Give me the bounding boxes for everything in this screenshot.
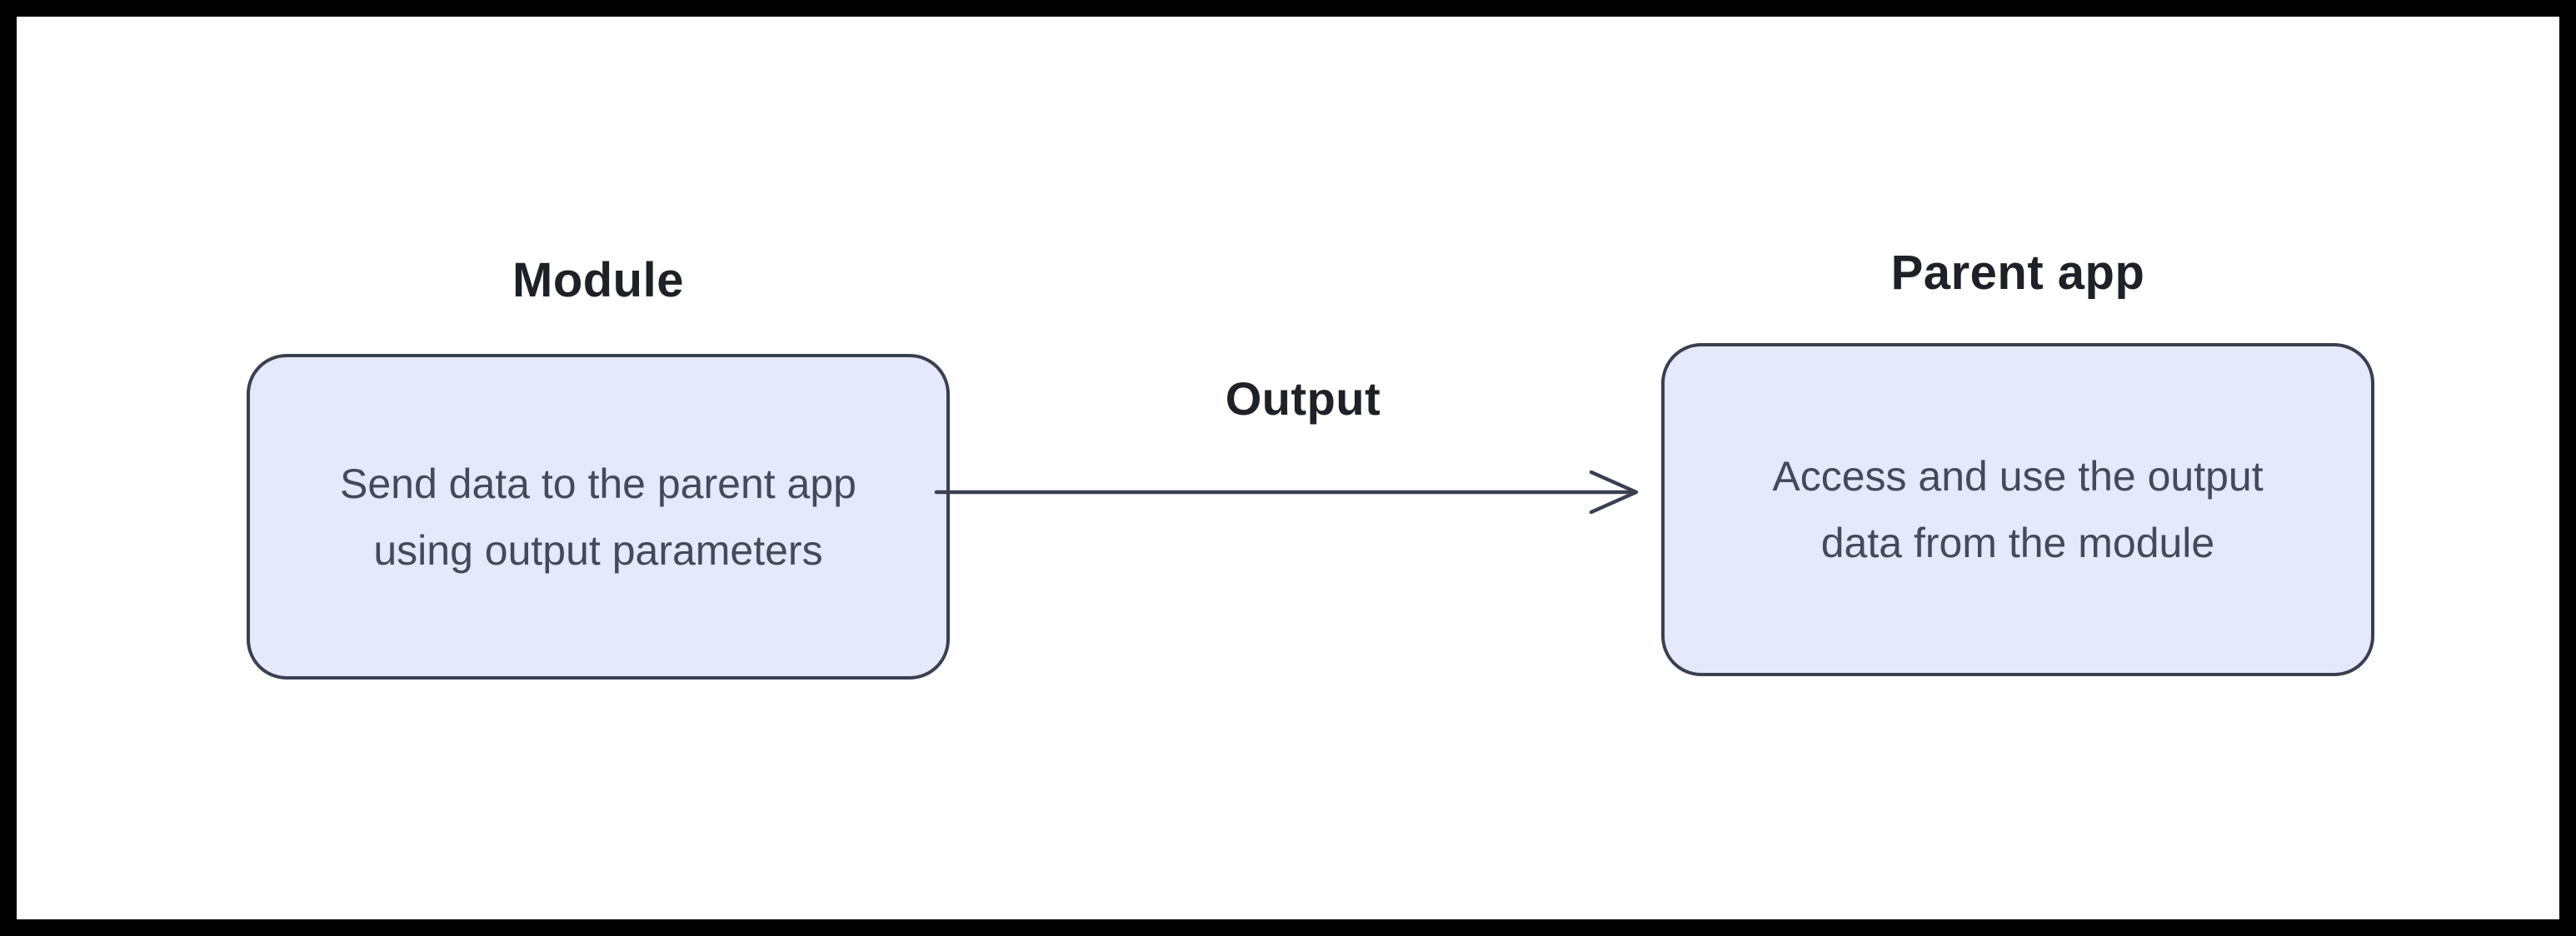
edge-arrowhead-icon bbox=[1589, 470, 1639, 515]
module-node: Send data to the parent app using output… bbox=[247, 354, 950, 680]
parent-app-node-body: Access and use the output data from the … bbox=[1772, 453, 2264, 566]
edge-label-output: Output bbox=[1225, 372, 1381, 425]
parent-app-node-title: Parent app bbox=[1890, 246, 2145, 300]
module-node-title: Module bbox=[512, 253, 684, 307]
parent-app-node: Access and use the output data from the … bbox=[1661, 343, 2374, 676]
module-node-body: Send data to the parent app using output… bbox=[340, 460, 856, 574]
